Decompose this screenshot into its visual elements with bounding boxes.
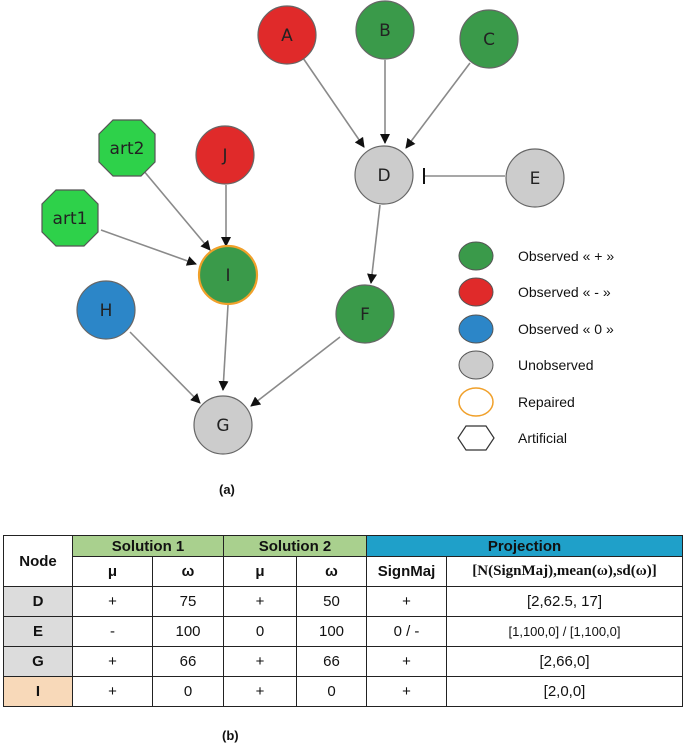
svg-text:G: G [216, 416, 229, 436]
cell-s2-mu: + [223, 676, 297, 707]
header-node: Node [3, 535, 73, 587]
legend-artificial: Artificial [457, 425, 567, 451]
svg-text:Observed « 0 »: Observed « 0 » [518, 321, 614, 337]
node-e: E [505, 148, 565, 208]
edge-c-d [405, 62, 471, 149]
cell-s1-omega: 100 [152, 616, 224, 647]
table-row: E - 100 0 100 0 / - [1,100,0] / [1,100,0… [3, 616, 684, 647]
node-art1: art1 [41, 189, 99, 247]
cell-s2-omega: 66 [296, 646, 367, 677]
svg-text:D: D [377, 166, 390, 186]
header-s1-mu: μ [72, 556, 153, 587]
cell-s1-mu: + [72, 646, 153, 677]
node-b: B [355, 0, 415, 60]
row-node: G [3, 646, 73, 677]
svg-text:A: A [281, 26, 293, 46]
legend-observed-minus: Observed « - » [458, 277, 611, 307]
header-signmaj: SignMaj [366, 556, 447, 587]
edge-f-g [250, 336, 341, 407]
cell-signmaj: + [366, 676, 447, 707]
row-node: E [3, 616, 73, 647]
svg-text:Unobserved: Unobserved [518, 357, 594, 373]
node-a: A [257, 5, 317, 65]
cell-s2-mu: 0 [223, 616, 297, 647]
svg-text:J: J [221, 146, 227, 166]
cell-signmaj: 0 / - [366, 616, 447, 647]
edge-a-d [302, 57, 365, 148]
legend-unobserved: Unobserved [458, 350, 594, 380]
cell-signmaj: + [366, 586, 447, 617]
caption-a: (a) [219, 482, 235, 497]
svg-text:art2: art2 [110, 139, 145, 159]
svg-text:Observed « - »: Observed « - » [518, 284, 611, 300]
legend-repaired: Repaired [458, 387, 575, 417]
row-node: D [3, 586, 73, 617]
cell-projection: [1,100,0] / [1,100,0] [445, 616, 684, 647]
cell-s2-omega: 0 [296, 676, 367, 707]
svg-text:Observed « + »: Observed « + » [518, 248, 614, 264]
table-row: I + 0 + 0 + [2,0,0] [3, 676, 684, 707]
cell-projection: [2,66,0] [445, 646, 684, 677]
node-j: J [195, 125, 255, 185]
header-solution-1: Solution 1 [72, 535, 224, 557]
cell-s2-omega: 50 [296, 586, 367, 617]
cell-s1-mu: + [72, 676, 153, 707]
cell-s2-omega: 100 [296, 616, 367, 647]
node-c: C [459, 9, 519, 69]
header-s1-omega: ω [152, 556, 224, 587]
svg-text:B: B [379, 21, 391, 41]
cell-s1-omega: 75 [152, 586, 224, 617]
edge-art1-i [100, 229, 197, 266]
cell-signmaj: + [366, 646, 447, 677]
edge-art2-i [142, 169, 211, 251]
edge-d-f [367, 204, 381, 284]
cell-s2-mu: + [223, 646, 297, 677]
cell-s1-omega: 0 [152, 676, 224, 707]
table-row: D + 75 + 50 + [2,62.5, 17] [3, 586, 684, 617]
svg-text:E: E [530, 169, 541, 189]
network-diagram: A B C D E F J I H G art2 art1 [41, 0, 614, 455]
legend: Observed « + » Observed « - » Observed «… [457, 241, 614, 451]
table-row: G + 66 + 66 + [2,66,0] [3, 646, 684, 677]
edge-h-g [129, 331, 201, 404]
row-node: I [3, 676, 73, 707]
cell-projection: [2,62.5, 17] [445, 586, 684, 617]
node-d: D [354, 145, 414, 205]
caption-b: (b) [222, 728, 239, 743]
node-f: F [335, 284, 395, 344]
svg-text:Artificial: Artificial [518, 430, 567, 446]
node-h: H [76, 280, 136, 340]
legend-observed-zero: Observed « 0 » [458, 314, 614, 344]
cell-projection: [2,0,0] [445, 676, 684, 707]
node-g: G [193, 395, 253, 455]
header-solution-2: Solution 2 [223, 535, 367, 557]
header-projection: Projection [365, 535, 684, 557]
node-i: I [197, 244, 259, 306]
header-projection-formula: [N(SignMaj),mean(ω),sd(ω)] [445, 556, 684, 587]
svg-text:H: H [100, 301, 113, 321]
projection-table: Node Solution 1 Solution 2 Projection μ … [3, 535, 684, 707]
svg-text:I: I [225, 266, 230, 286]
cell-s1-mu: + [72, 586, 153, 617]
cell-s2-mu: + [223, 586, 297, 617]
svg-text:Repaired: Repaired [518, 394, 575, 410]
node-art2: art2 [98, 119, 156, 177]
svg-text:F: F [360, 305, 370, 325]
cell-s1-mu: - [72, 616, 153, 647]
header-s2-mu: μ [223, 556, 297, 587]
svg-text:art1: art1 [53, 209, 88, 229]
cell-s1-omega: 66 [152, 646, 224, 677]
svg-text:C: C [483, 30, 495, 50]
edge-i-g [218, 304, 229, 391]
legend-observed-plus: Observed « + » [458, 241, 614, 271]
header-s2-omega: ω [296, 556, 367, 587]
